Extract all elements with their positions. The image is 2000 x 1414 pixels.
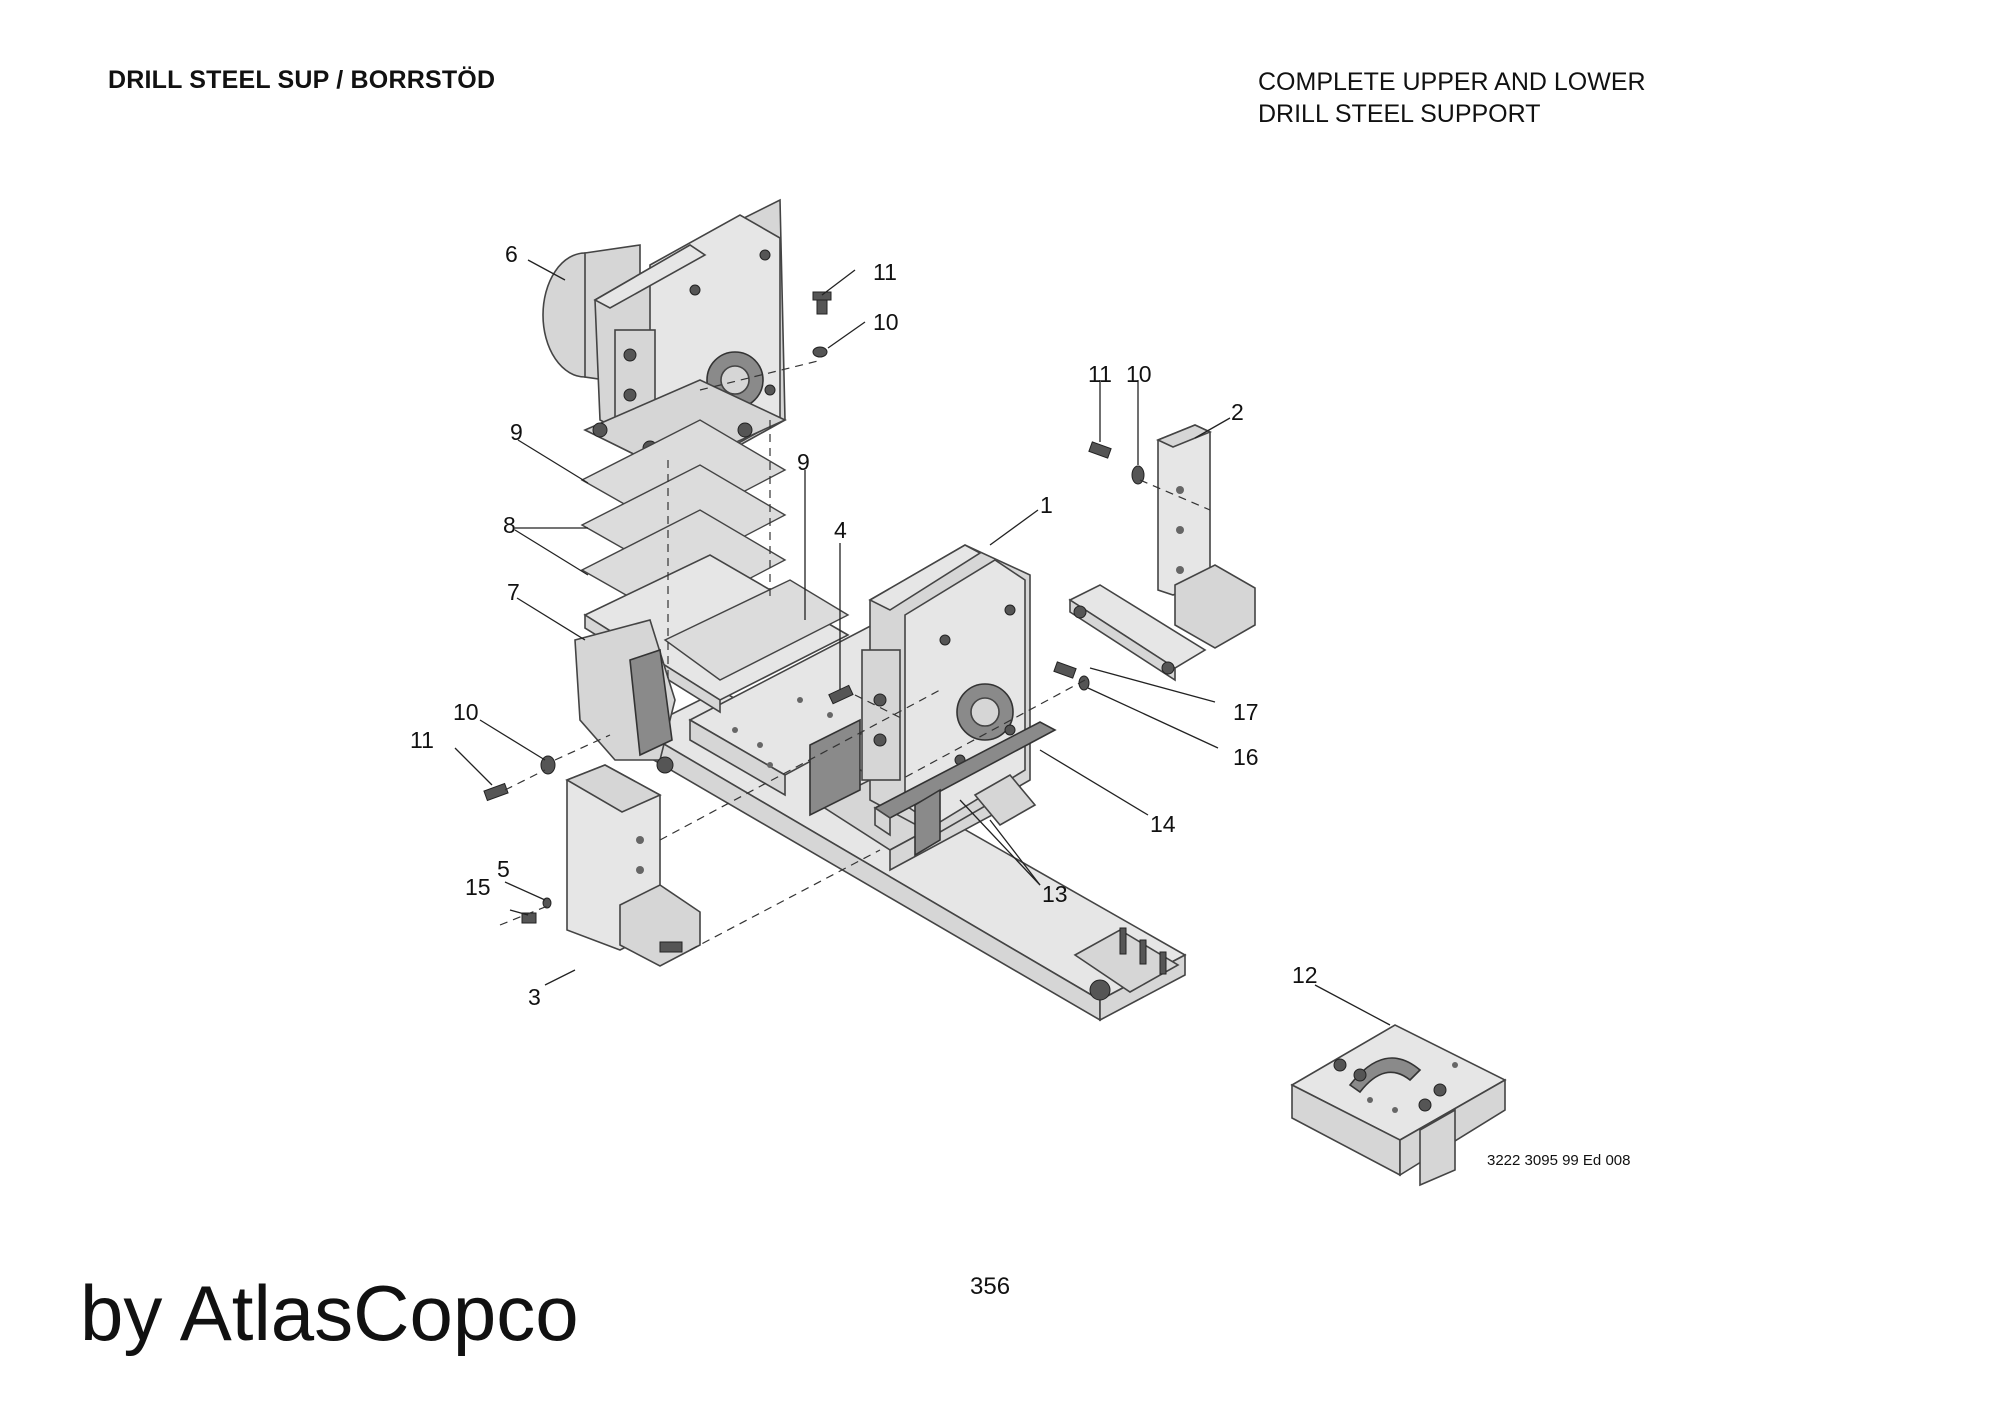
callout-4: 4 [834,517,847,543]
callout-9-left: 9 [510,419,523,445]
pin-4 [828,684,854,705]
callout-5: 5 [497,856,510,882]
callout-11-left: 11 [410,727,434,753]
callout-labels: 1 2 3 4 5 6 7 8 9 9 10 10 10 11 11 11 12… [410,241,1318,1010]
callout-3: 3 [528,984,541,1010]
washer-10-upper [812,346,828,358]
callout-15: 15 [465,874,491,900]
page-number: 356 [970,1273,1011,1300]
bolt-11-upper [812,291,832,315]
clamp-bar-right [1068,584,1207,682]
callout-10-right: 10 [1126,361,1152,387]
upper-drill-steel-support [542,198,787,473]
lower-drill-steel-support [861,544,1031,836]
document-reference: 3222 3095 99 Ed 008 [1487,1152,1631,1169]
leader-lines [454,259,1391,1026]
guide-bar [873,721,1057,837]
brand-watermark: by AtlasCopco [80,1269,579,1357]
callout-14: 14 [1150,811,1176,837]
bracket-left [565,764,701,967]
callout-12: 12 [1292,962,1318,988]
washer-10-left [540,755,556,775]
callout-1: 1 [1040,492,1053,518]
page-title: DRILL STEEL SUP / BORRSTÖD [108,66,496,94]
assembly-lines [499,359,1211,951]
callout-2: 2 [1231,399,1244,425]
washer-5 [542,897,552,909]
callout-16: 16 [1233,744,1259,770]
callout-6: 6 [505,241,518,267]
callout-11-right: 11 [1088,361,1112,387]
callout-17: 17 [1233,699,1259,725]
assembly-title-line1: COMPLETE UPPER AND LOWER [1258,68,1646,96]
assembly-title: COMPLETE UPPER AND LOWER DRILL STEEL SUP… [1258,66,1646,130]
bracket-right [1155,424,1256,649]
drill-steel-support-unit-12 [1290,1024,1507,1187]
callout-10-left: 10 [453,699,479,725]
bolt-11-left [483,782,509,802]
assembly-title-line2: DRILL STEEL SUPPORT [1258,100,1541,128]
callout-7: 7 [507,579,520,605]
callout-9-center: 9 [797,449,810,475]
callout-13: 13 [1042,881,1068,907]
bolt-11-right [1088,441,1112,459]
callout-10-upper: 10 [873,309,899,335]
callout-8: 8 [503,512,516,538]
fasteners-16-17 [1053,605,1175,691]
wedge-plates [809,718,1037,857]
callout-11-upper: 11 [873,259,897,285]
mounting-plate [574,554,850,774]
washer-10-right [1131,465,1145,485]
